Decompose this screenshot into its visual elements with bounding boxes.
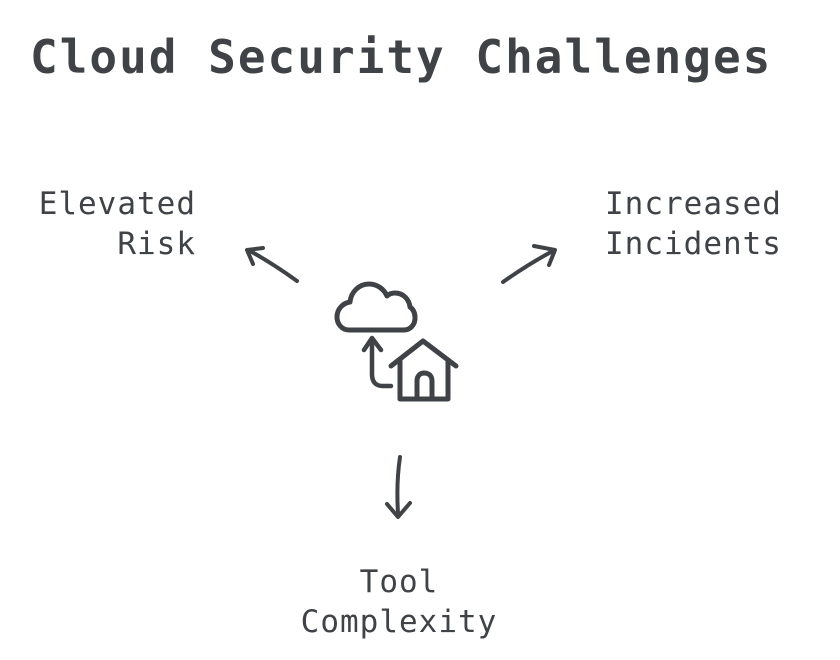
house-walls bbox=[397, 358, 451, 402]
node-label-line: Increased bbox=[605, 186, 782, 222]
house-door bbox=[414, 370, 435, 402]
node-label-increased-incidents: Increased Incidents bbox=[605, 184, 825, 264]
node-label-elevated-risk: Elevated Risk bbox=[16, 184, 196, 264]
cloud-icon bbox=[334, 281, 418, 333]
up-right-arrow-head bbox=[532, 244, 557, 267]
down-arrow-shaft bbox=[395, 455, 402, 515]
node-label-tool-complexity: Tool Complexity bbox=[249, 562, 549, 642]
arrow-to-increased-incidents bbox=[501, 244, 557, 284]
node-label-line: Elevated bbox=[38, 186, 196, 222]
down-arrow-head bbox=[385, 501, 412, 519]
node-label-line: Tool bbox=[359, 564, 439, 600]
up-left-arrow-head bbox=[245, 246, 265, 266]
node-label-line: Complexity bbox=[300, 604, 498, 640]
up-right-arrow-shaft bbox=[501, 250, 553, 284]
cloud-outline bbox=[334, 281, 418, 333]
arrow-to-elevated-risk bbox=[245, 246, 299, 283]
arrow-to-tool-complexity bbox=[385, 455, 412, 519]
curved-arrow-head bbox=[361, 335, 384, 353]
page-title: Cloud Security Challenges bbox=[30, 30, 773, 84]
up-left-arrow-shaft bbox=[248, 249, 299, 283]
house-roof bbox=[388, 338, 459, 369]
curved-up-arrow-icon bbox=[361, 335, 394, 389]
house-icon bbox=[388, 338, 459, 402]
node-label-line: Risk bbox=[117, 226, 196, 262]
node-label-line: Incidents bbox=[605, 226, 782, 262]
curved-arrow-shaft bbox=[369, 341, 394, 389]
